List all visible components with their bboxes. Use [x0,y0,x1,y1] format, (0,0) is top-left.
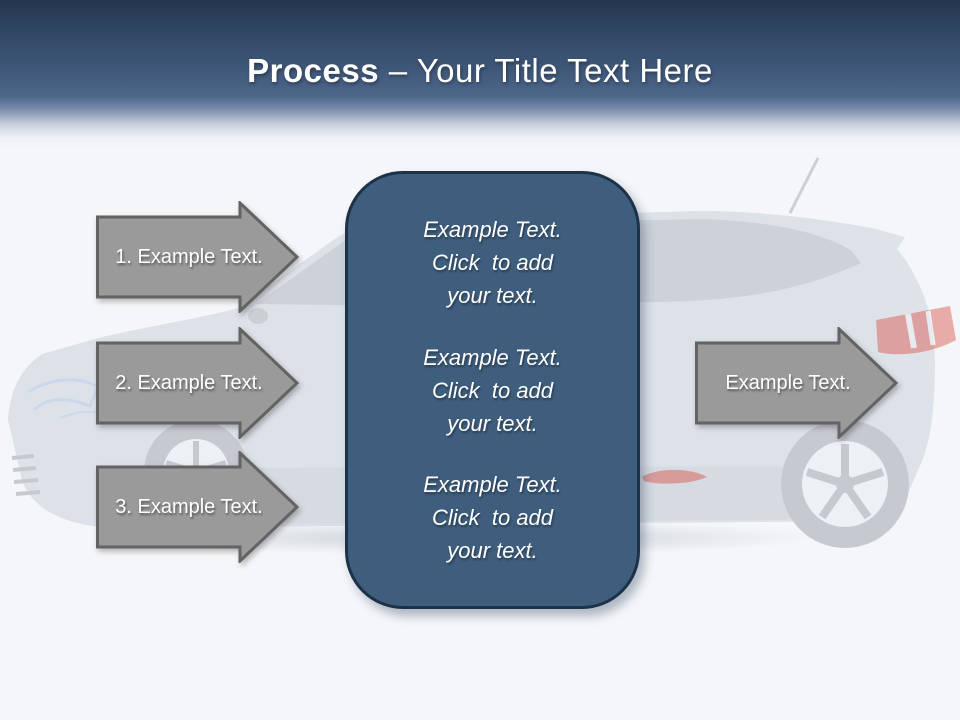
process-arrow-1[interactable]: 1. Example Text. [96,201,300,313]
right-arrow-icon [96,327,300,439]
right-arrow-icon [695,327,899,439]
arrow-2-label: 2. Example Text. [115,372,263,394]
arrow-3-label: 3. Example Text. [115,496,263,518]
process-arrow-3[interactable]: 3. Example Text. [96,451,300,563]
title-rest-part: – Your Title Text Here [379,52,713,89]
header-band [0,0,960,148]
process-arrow-2[interactable]: 2. Example Text. [96,327,300,439]
process-arrow-output[interactable]: Example Text. [695,327,899,439]
text-placeholder-2[interactable]: Example Text. Click to add your text. [423,344,562,436]
text-placeholder-3[interactable]: Example Text. Click to add your text. [423,472,562,564]
text-placeholder-1[interactable]: Example Text. Click to add your text. [423,216,562,308]
right-arrow-icon [96,451,300,563]
title-bold-part: Process [247,52,380,89]
right-arrow-icon [96,201,300,313]
slide-title: Process – Your Title Text Here [0,52,960,90]
arrow-1-label: 1. Example Text. [115,246,263,268]
output-arrow-label: Example Text. [725,372,851,394]
center-text-box[interactable]: Example Text. Click to add your text. Ex… [345,171,640,609]
